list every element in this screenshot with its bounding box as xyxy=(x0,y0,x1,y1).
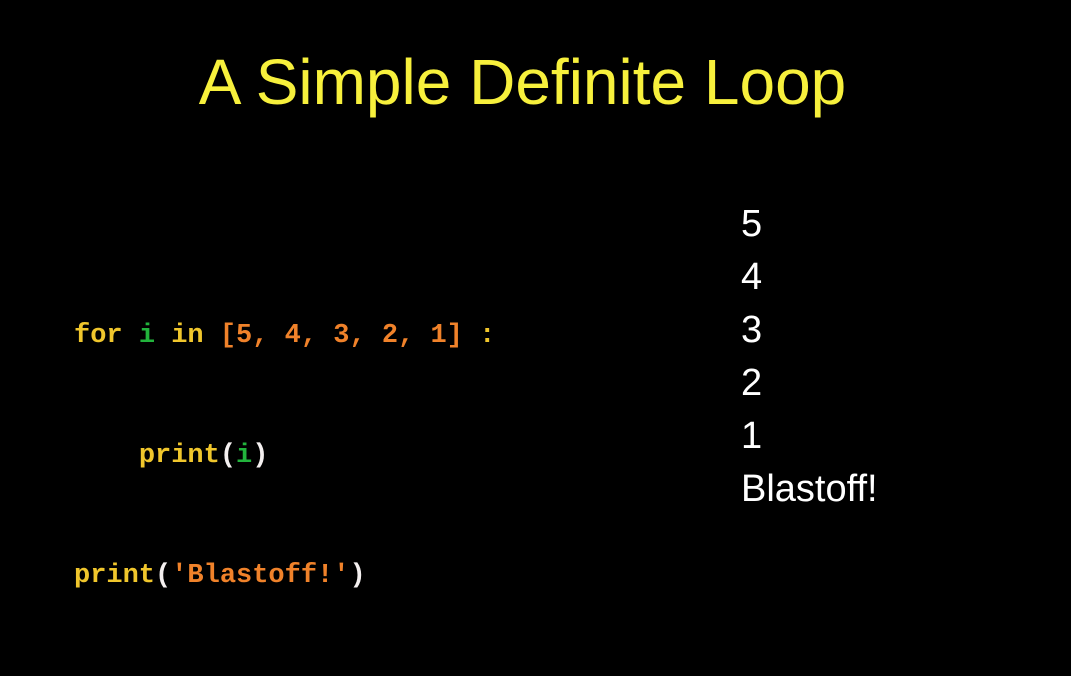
code-space xyxy=(123,321,139,351)
output-line: 2 xyxy=(741,362,763,404)
string-literal: 'Blastoff!' xyxy=(171,561,350,591)
output-line: Blastoff! xyxy=(741,468,878,510)
loop-variable: i xyxy=(138,321,156,351)
keyword-for: for xyxy=(74,321,123,351)
code-line-print-blastoff: print('Blastoff!') xyxy=(74,556,495,596)
code-indent xyxy=(74,441,139,471)
slide: A Simple Definite Loop for i in [5, 4, 3… xyxy=(74,46,878,591)
code-block: for i in [5, 4, 3, 2, 1] : print(i) prin… xyxy=(74,236,495,676)
print-function: print xyxy=(138,441,220,471)
code-line-print-i: print(i) xyxy=(74,436,495,476)
open-paren: ( xyxy=(219,441,237,471)
list-literal: [5, 4, 3, 2, 1] xyxy=(219,321,463,351)
slide-title: A Simple Definite Loop xyxy=(198,46,847,118)
keyword-in: in xyxy=(171,321,204,351)
print-argument: i xyxy=(236,441,253,471)
code-line-for: for i in [5, 4, 3, 2, 1] : xyxy=(74,316,495,356)
close-paren: ) xyxy=(252,441,269,471)
output-line: 5 xyxy=(741,203,763,245)
colon: : xyxy=(462,321,496,351)
print-function: print xyxy=(74,561,156,591)
output-line: 1 xyxy=(741,415,763,457)
program-output: 5 4 3 2 1 Blastoff! xyxy=(741,198,878,516)
code-space xyxy=(204,321,220,351)
output-line: 4 xyxy=(741,256,763,298)
close-paren: ) xyxy=(349,561,366,591)
code-space xyxy=(155,321,171,351)
open-paren: ( xyxy=(155,561,172,591)
output-line: 3 xyxy=(741,309,763,351)
